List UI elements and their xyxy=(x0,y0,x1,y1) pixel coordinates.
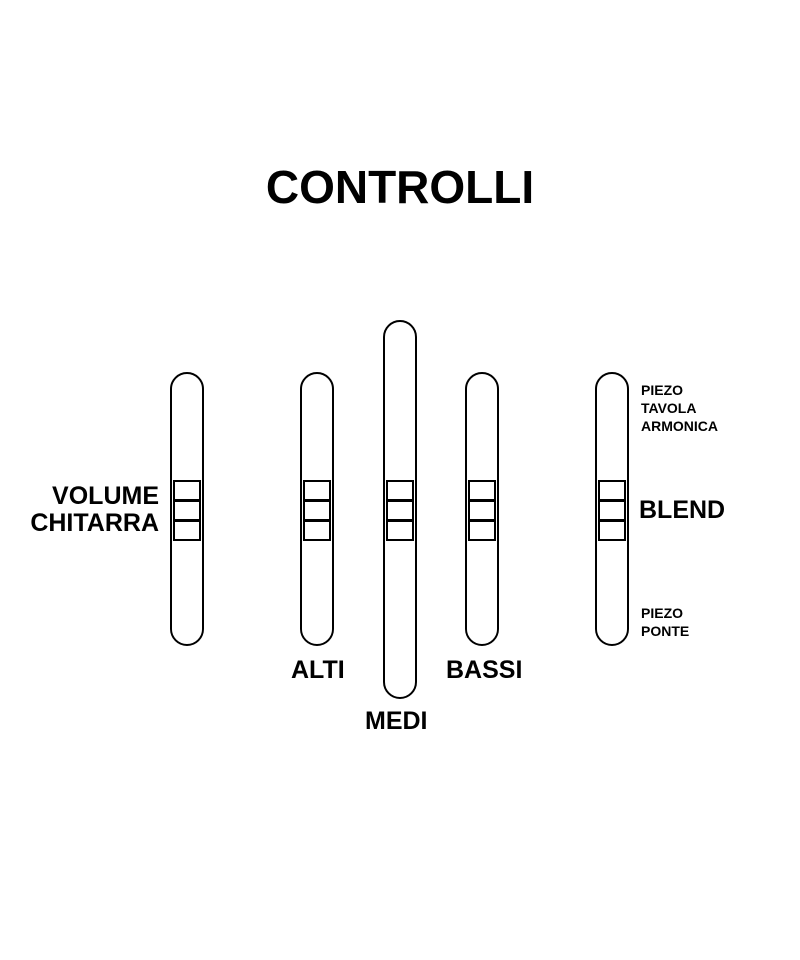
volume-label-line1: VOLUME xyxy=(52,482,159,510)
alti-slider-knob[interactable] xyxy=(303,480,331,541)
medi-label: MEDI xyxy=(365,707,428,735)
blend-label: BLEND xyxy=(639,496,726,524)
medi-slider-track[interactable] xyxy=(383,320,417,699)
bassi-slider-track[interactable] xyxy=(465,372,499,646)
blend-bottom-line2: PONTE xyxy=(641,623,690,639)
page-title: CONTROLLI xyxy=(265,161,535,213)
bassi-slider-knob[interactable] xyxy=(468,480,496,541)
volume-slider-knob[interactable] xyxy=(173,480,201,541)
blend-bottom-label: PIEZO PONTE xyxy=(641,604,689,640)
blend-top-line2: TAVOLA xyxy=(641,400,697,416)
volume-slider-track[interactable] xyxy=(170,372,204,646)
medi-slider-knob[interactable] xyxy=(386,480,414,541)
blend-top-line3: ARMONICA xyxy=(641,418,718,434)
volume-label-line2: CHITARRA xyxy=(30,509,159,537)
bassi-label: BASSI xyxy=(446,656,523,684)
blend-slider-knob[interactable] xyxy=(598,480,626,541)
alti-label: ALTI xyxy=(291,656,345,684)
blend-bottom-line1: PIEZO xyxy=(641,605,684,621)
alti-slider-track[interactable] xyxy=(300,372,334,646)
blend-slider-track[interactable] xyxy=(595,372,629,646)
blend-top-line1: PIEZO xyxy=(641,382,684,398)
blend-top-label: PIEZO TAVOLA ARMONICA xyxy=(641,381,718,435)
volume-label: VOLUME CHITARRA xyxy=(20,483,159,537)
